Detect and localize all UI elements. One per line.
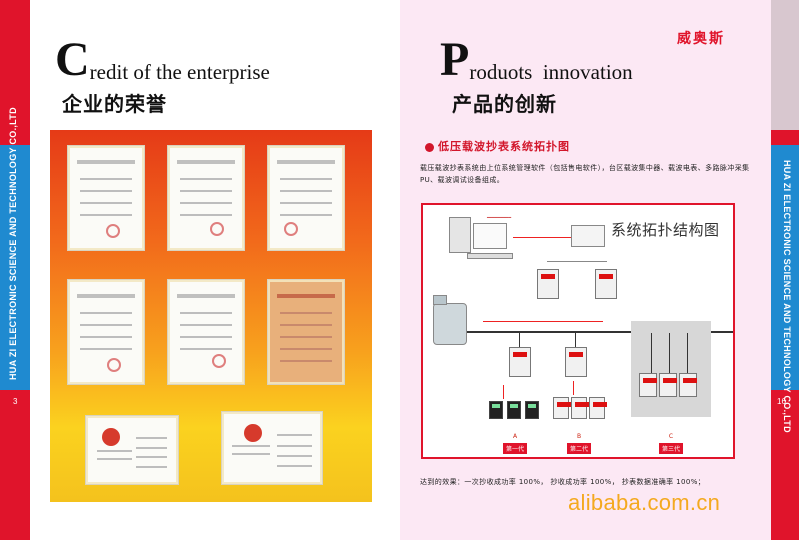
certificate-image xyxy=(68,146,144,250)
meter-icon xyxy=(489,401,503,419)
right-page-number: 16 xyxy=(777,397,786,406)
left-edge-stripe: HUA ZI ELECTRONIC SCIENCE AND TECHNOLOGY… xyxy=(0,0,30,540)
meter-icon xyxy=(589,397,607,419)
innovation-heading-zh: 产品的创新 xyxy=(452,92,557,116)
right-edge-blue-band xyxy=(771,145,799,390)
gen-a-letter: A xyxy=(512,433,518,440)
innovation-heading-cap: P xyxy=(440,33,470,86)
brand-name: 威奥斯 xyxy=(677,31,725,47)
concentrator-icon xyxy=(571,225,605,247)
meter-icon xyxy=(553,397,571,419)
certificate-image xyxy=(86,416,178,484)
certificate-image xyxy=(68,280,144,384)
diagram-title: 系统拓扑结构图 xyxy=(611,221,720,239)
system-description: 载压载波抄表系统由上位系统管理软件（包括售电软件），台区载波集中器、载波电表、多… xyxy=(420,164,750,184)
gen-c-letter: C xyxy=(668,433,674,440)
third-generation-zone xyxy=(631,321,711,417)
certificate-image xyxy=(268,280,344,384)
innovation-heading-en: Produots innovation xyxy=(440,33,633,86)
collector-icon xyxy=(565,347,587,377)
credit-heading-zh: 企业的荣誉 xyxy=(62,92,167,116)
left-page-number: 3 xyxy=(13,397,18,406)
collector-icon xyxy=(509,347,531,377)
credit-heading-rest: redit of the enterprise xyxy=(89,60,270,84)
innovation-heading-rest: roduots innovation xyxy=(469,60,633,84)
certificate-image xyxy=(168,146,244,250)
certificate-image xyxy=(168,280,244,384)
meter-icon xyxy=(595,269,617,299)
meter-icon xyxy=(639,373,657,397)
left-side-company-text: HUA ZI ELECTRONIC SCIENCE AND TECHNOLOGY… xyxy=(8,107,18,380)
right-edge-grey-band xyxy=(771,0,799,130)
meter-icon xyxy=(571,397,589,419)
left-page: HUA ZI ELECTRONIC SCIENCE AND TECHNOLOGY… xyxy=(0,0,372,540)
certificate-image xyxy=(268,146,344,250)
main-power-bus xyxy=(467,331,733,333)
right-side-company-text: HUA ZI ELECTRONIC SCIENCE AND TECHNOLOGY… xyxy=(782,160,792,433)
left-edge-blue-band xyxy=(0,145,30,390)
credit-heading-cap: C xyxy=(55,33,90,86)
section-title-text: 低压载波抄表系统拓扑图 xyxy=(438,140,570,153)
meter-icon xyxy=(659,373,677,397)
meter-icon xyxy=(525,401,539,419)
transformer-icon xyxy=(433,303,467,345)
right-edge-stripe: HUA ZI ELECTRONIC SCIENCE AND TECHNOLOGY… xyxy=(771,0,799,540)
section-title: 低压载波抄表系统拓扑图 xyxy=(425,138,570,154)
watermark: alibaba.com.cn xyxy=(568,490,721,515)
gen-b-letter: B xyxy=(576,433,582,440)
topology-diagram: 系统拓扑结构图 ━━━━━━━━ A 第一代 B 第二代 C 第三代 xyxy=(421,203,735,459)
meter-icon xyxy=(537,269,559,299)
gen-a-label: 第一代 xyxy=(503,443,527,454)
credit-certificates-panel xyxy=(50,130,372,502)
monitor-icon xyxy=(473,223,507,249)
meter-icon xyxy=(507,401,521,419)
bullet-icon xyxy=(425,142,434,152)
gen-c-label: 第三代 xyxy=(659,443,683,454)
credit-heading-en: Credit of the enterprise xyxy=(55,33,270,86)
gen-b-label: 第二代 xyxy=(567,443,591,454)
result-text: 达到的效果：一次抄收成功率 100%， 抄收成功率 100%， 抄表数据准确率 … xyxy=(420,478,706,486)
meter-icon xyxy=(679,373,697,397)
certificate-image xyxy=(222,412,322,484)
computer-tower-icon xyxy=(449,217,471,253)
keyboard-icon xyxy=(467,253,513,259)
